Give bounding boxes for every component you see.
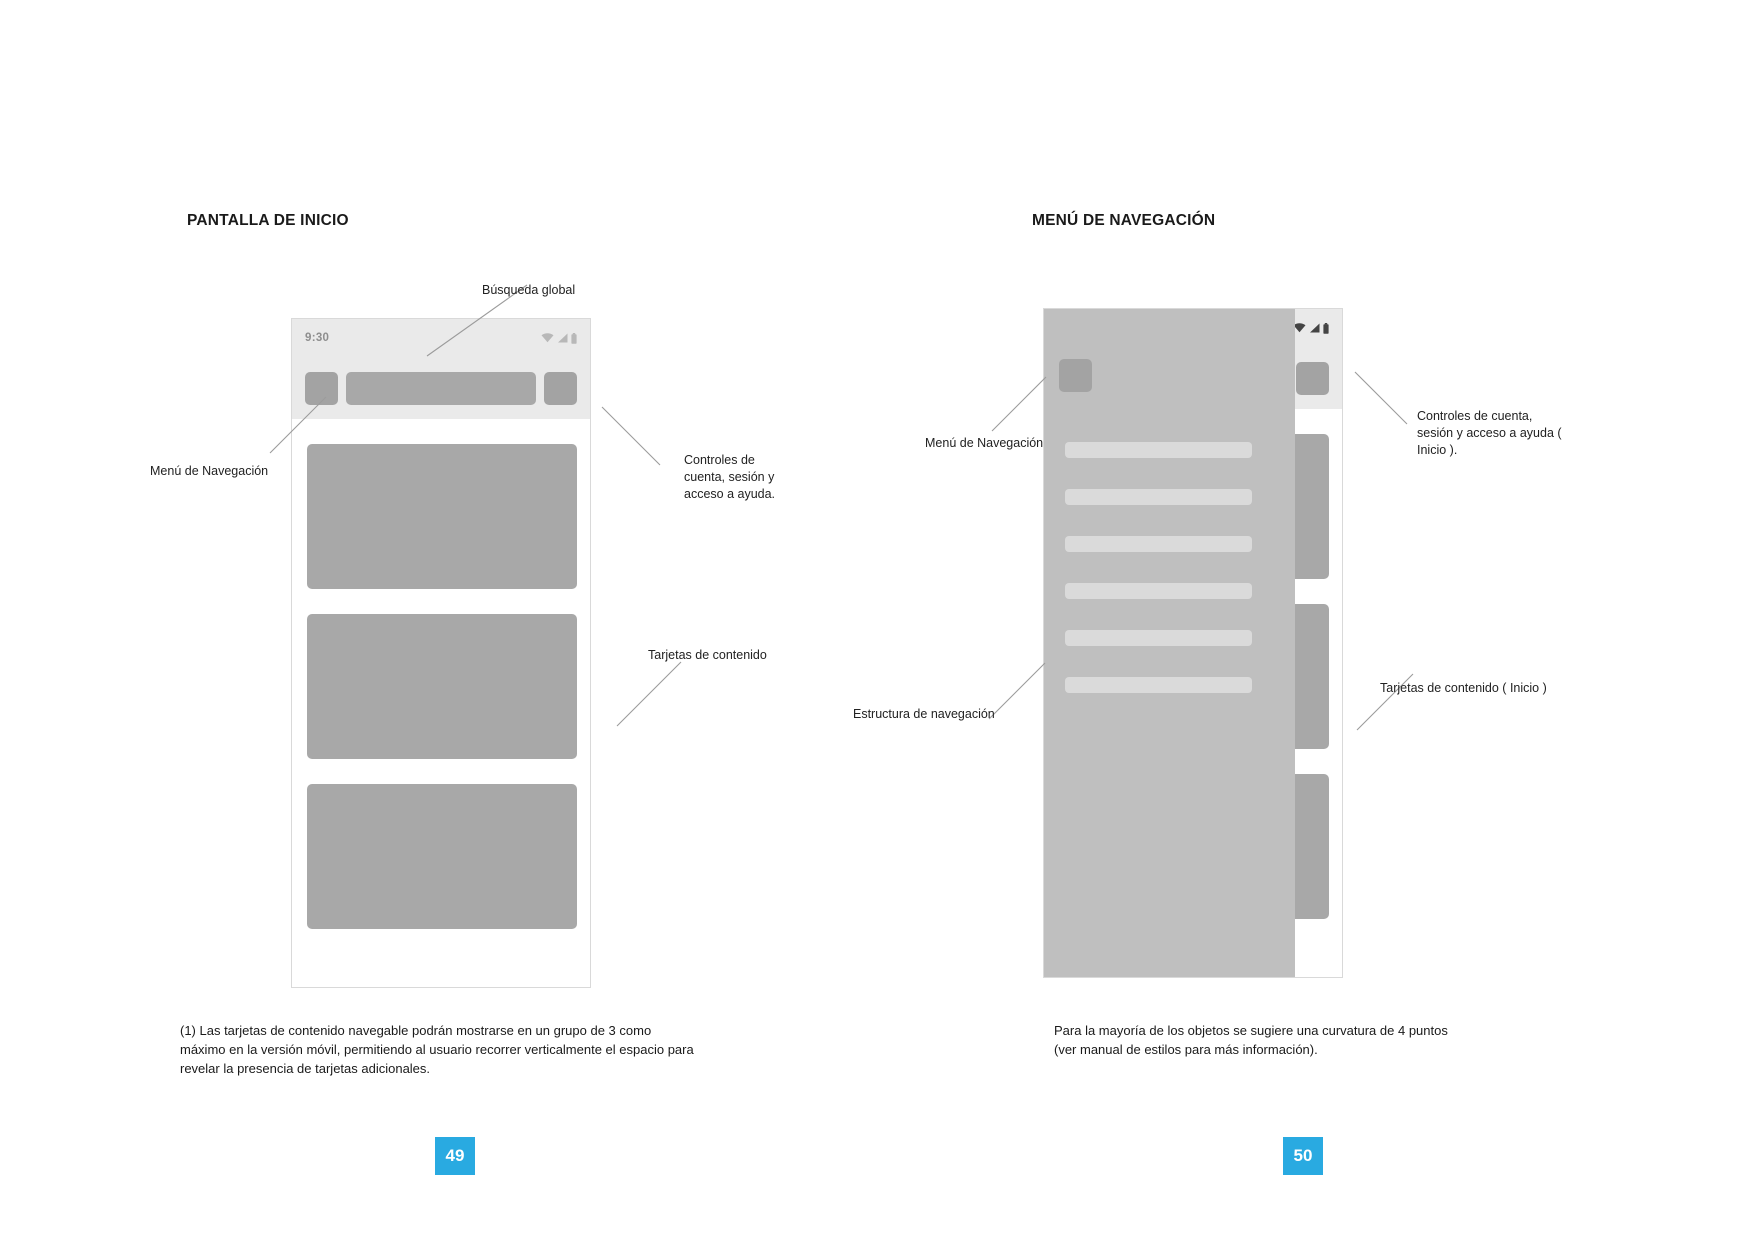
phone-mockup-home: 9:30 (291, 318, 591, 988)
drawer-nav-item[interactable] (1065, 536, 1252, 552)
account-button[interactable] (1296, 361, 1329, 395)
status-bar: 9:30 (292, 319, 590, 357)
annotation-content-cards: Tarjetas de contenido ( Inicio ) (1380, 681, 1547, 695)
status-bar-icons (1293, 322, 1329, 334)
content-area (292, 419, 590, 987)
battery-icon (1323, 322, 1329, 334)
panel-pantalla-de-inicio: PANTALLA DE INICIO 9:30 (0, 0, 877, 1241)
wifi-icon (541, 333, 554, 343)
leader-line-nav-menu (269, 396, 327, 454)
account-button[interactable] (544, 371, 577, 405)
navigation-drawer (1044, 309, 1295, 977)
page-number-badge: 50 (1283, 1137, 1323, 1175)
annotation-global-search: Búsqueda global (482, 283, 576, 297)
annotation-nav-menu: Menú de Navegación (925, 436, 1044, 450)
global-search-field[interactable] (346, 371, 536, 405)
leader-line-nav-structure (988, 662, 1046, 720)
leader-line-search (426, 284, 528, 357)
annotation-account-controls: Controles de cuenta, sesión y acceso a a… (684, 453, 776, 501)
leader-line-nav-menu (991, 376, 1047, 432)
annotation-nav-structure: Estructura de navegación (853, 707, 995, 721)
signal-icon (1309, 323, 1320, 333)
content-card[interactable] (307, 784, 577, 929)
drawer-nav-item[interactable] (1065, 583, 1252, 599)
annotation-account-controls: Controles de cuenta, sesión y acceso a a… (1417, 409, 1562, 457)
annotation-content-cards: Tarjetas de contenido (648, 648, 767, 662)
app-bar (292, 357, 590, 419)
annotation-nav-menu: Menú de Navegación (150, 464, 269, 478)
drawer-nav-item[interactable] (1065, 489, 1252, 505)
signal-icon (557, 333, 568, 343)
drawer-header-button[interactable] (1059, 359, 1092, 392)
drawer-nav-item[interactable] (1065, 677, 1252, 693)
status-bar-icons (541, 332, 577, 344)
content-card[interactable] (307, 444, 577, 589)
panel-menu-de-navegacion: MENÚ DE NAVEGACIÓN (853, 0, 1755, 1241)
content-card[interactable] (307, 614, 577, 759)
drawer-nav-item[interactable] (1065, 442, 1252, 458)
phone-mockup-drawer (1043, 308, 1343, 978)
battery-icon (571, 332, 577, 344)
wifi-icon (1293, 323, 1306, 333)
page-title: PANTALLA DE INICIO (187, 212, 349, 229)
page-number-badge: 49 (435, 1137, 475, 1175)
leader-line-account-controls (1354, 371, 1408, 425)
leader-line-account-controls (601, 406, 661, 466)
leader-line-content-cards (1356, 673, 1414, 731)
drawer-nav-item[interactable] (1065, 630, 1252, 646)
panel-caption: (1) Las tarjetas de contenido navegable … (180, 1023, 694, 1076)
panel-caption: Para la mayoría de los objetos se sugier… (1054, 1023, 1448, 1057)
page-title: MENÚ DE NAVEGACIÓN (1032, 212, 1216, 229)
nav-menu-button[interactable] (305, 371, 338, 405)
leader-line-content-cards (616, 661, 682, 727)
status-bar-time: 9:30 (305, 332, 330, 344)
